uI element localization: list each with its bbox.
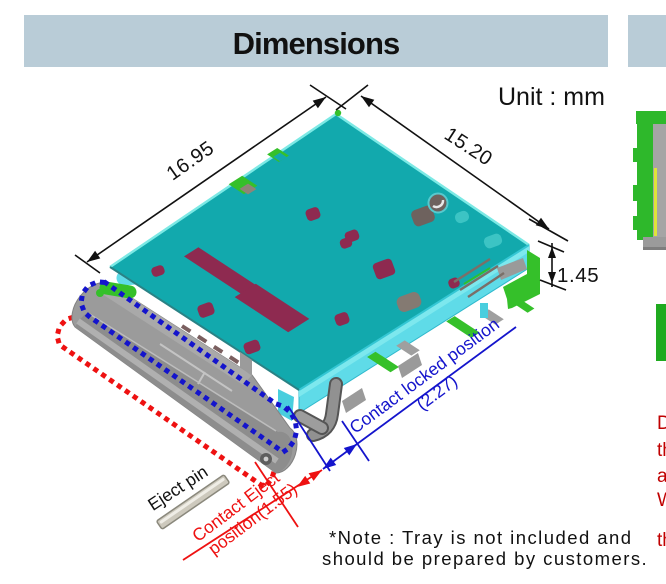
svg-text:15.20: 15.20 (440, 123, 496, 170)
svg-text:1.45: 1.45 (557, 264, 599, 287)
